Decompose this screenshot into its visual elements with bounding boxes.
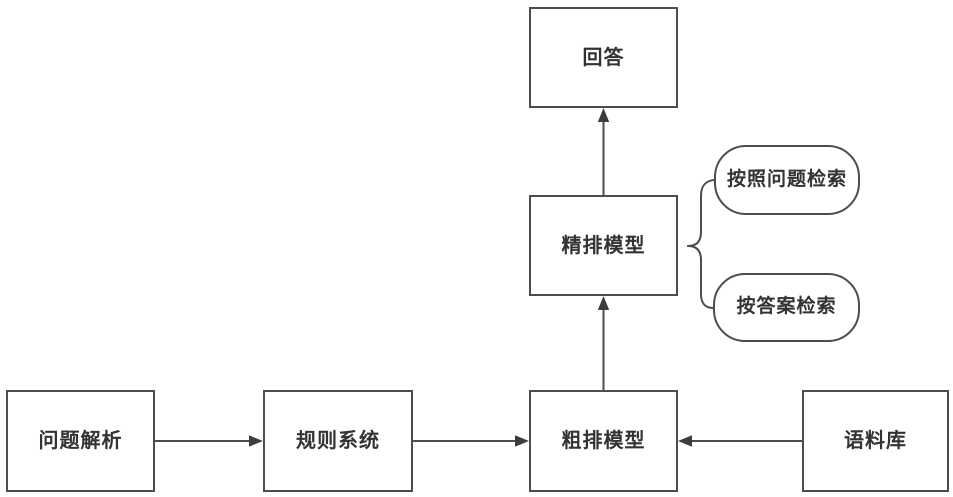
node-rule-system-label: 规则系统 xyxy=(296,430,380,452)
node-search-by-question: 按照问题检索 xyxy=(714,145,860,215)
arrowhead-question-parse-to-rule-system xyxy=(249,435,263,447)
node-corpus: 语料库 xyxy=(802,390,949,492)
node-answer: 回答 xyxy=(529,7,678,108)
node-coarse-rank-label: 粗排模型 xyxy=(561,430,646,452)
arrowhead-corpus-to-coarse-rank xyxy=(678,435,692,447)
arrowhead-fine-rank-to-answer xyxy=(597,108,610,122)
brace-fine-rank-to-search-by-answer xyxy=(687,245,714,309)
node-fine-rank-label: 精排模型 xyxy=(561,234,646,257)
node-question-parse-label: 问题解析 xyxy=(38,430,123,452)
arrowhead-rule-system-to-coarse-rank xyxy=(515,435,529,447)
node-search-by-answer: 按答案检索 xyxy=(713,273,860,342)
node-search-by-answer-label: 按答案检索 xyxy=(736,296,837,318)
node-fine-rank: 精排模型 xyxy=(529,195,678,296)
brace-fine-rank-to-search-by-question xyxy=(687,179,715,247)
node-search-by-question-label: 按照问题检索 xyxy=(726,168,847,190)
node-answer-label: 回答 xyxy=(582,46,625,69)
node-corpus-label: 语料库 xyxy=(844,430,907,452)
node-question-parse: 问题解析 xyxy=(6,390,155,492)
node-coarse-rank: 粗排模型 xyxy=(529,390,678,492)
node-rule-system: 规则系统 xyxy=(263,390,413,492)
arrowhead-coarse-rank-to-fine-rank xyxy=(597,296,610,310)
